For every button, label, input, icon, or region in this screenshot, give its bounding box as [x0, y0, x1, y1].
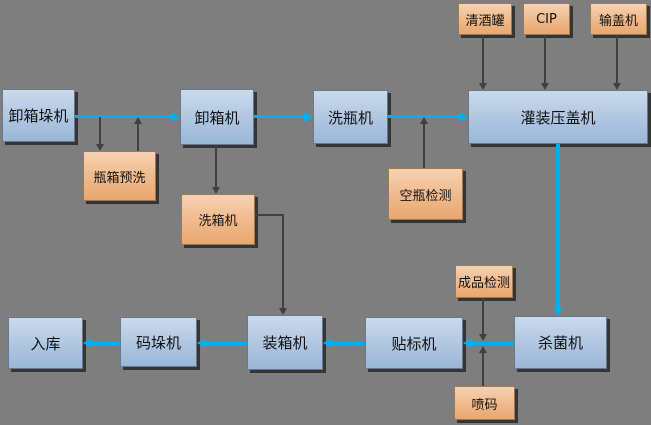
crate-prewash-label: 瓶箱预洗	[93, 170, 146, 186]
node-empty-bottle-inspection: 空瓶检测	[388, 168, 463, 220]
pasteurizer-label: 杀菌机	[537, 334, 583, 352]
node-inkjet-coder: 喷码	[454, 386, 515, 420]
decrater-label: 卸箱机	[194, 108, 240, 127]
node-crate-prewash: 瓶箱预洗	[83, 151, 156, 201]
node-labeler: 贴标机	[365, 317, 463, 369]
filler-capper-label: 灌装压盖机	[520, 108, 596, 127]
bright-beer-tank-label: 清酒罐	[465, 13, 505, 29]
connector-depalletizer-to-decrater-segment-0	[75, 115, 171, 118]
connector-line-to-crate-prewash-segment-0	[99, 117, 101, 144]
connector-labeler-to-case-packer-segment-0	[332, 342, 365, 345]
connector-crate-prewash-to-line-segment-0	[137, 124, 139, 151]
connector-cip-to-filler-segment-0	[544, 35, 546, 83]
crate-washer-label: 洗箱机	[198, 214, 238, 229]
node-bottle-washer: 洗瓶机	[313, 90, 388, 144]
connector-filler-to-pasteurizer-arrowhead-icon	[553, 307, 563, 316]
node-decrater: 卸箱机	[180, 89, 254, 145]
node-case-packer: 装箱机	[247, 315, 323, 370]
connector-decrater-to-bottle-washer-segment-0	[254, 115, 304, 118]
connector-cap-feeder-to-filler-arrowhead-icon	[613, 83, 621, 90]
connector-empty-bottle-inspection-to-line-segment-0	[423, 124, 425, 168]
node-crate-washer: 洗箱机	[181, 194, 255, 245]
palletizer-label: 码垛机	[135, 333, 181, 352]
connector-crate-washer-to-case-packer-arrowhead-icon	[279, 308, 287, 315]
labeler-label: 贴标机	[391, 334, 437, 353]
node-pasteurizer: 杀菌机	[514, 316, 607, 369]
case-packer-label: 装箱机	[262, 334, 308, 352]
connector-bottle-washer-to-filler-segment-0	[388, 115, 459, 118]
node-finished-product-inspection: 成品检测	[455, 265, 513, 298]
node-cap-feeder: 输盖机	[590, 3, 647, 35]
connector-cip-to-filler-arrowhead-icon	[541, 83, 549, 90]
depalletizer-label: 卸箱垛机	[8, 107, 69, 125]
connector-line-to-crate-prewash-arrowhead-icon	[96, 144, 104, 151]
connector-pasteurizer-to-labeler-segment-0	[472, 342, 514, 345]
connector-inkjet-coder-to-line-segment-0	[482, 353, 484, 386]
finished-product-inspection-label: 成品检测	[457, 276, 510, 291]
connector-crate-washer-to-case-packer-segment-1	[282, 214, 284, 308]
node-bright-beer-tank: 清酒罐	[458, 3, 512, 35]
connector-palletizer-to-warehouse-arrowhead-icon	[83, 338, 92, 348]
empty-bottle-inspection-label: 空瓶检测	[399, 188, 452, 204]
connector-crate-prewash-to-line-arrowhead-icon	[134, 117, 142, 124]
connector-decrater-to-crate-washer-arrowhead-icon	[212, 187, 220, 194]
connector-decrater-to-crate-washer-segment-0	[215, 145, 217, 187]
node-filler-capper: 灌装压盖机	[468, 90, 648, 144]
connector-bright-beer-tank-to-filler-segment-0	[482, 35, 484, 83]
node-warehouse: 入库	[8, 317, 83, 369]
connector-empty-bottle-inspection-to-line-arrowhead-icon	[420, 117, 428, 124]
inkjet-coder-label: 喷码	[471, 397, 498, 413]
node-palletizer: 码垛机	[120, 317, 197, 367]
node-depalletizer: 卸箱垛机	[2, 89, 75, 142]
connector-cap-feeder-to-filler-segment-0	[616, 35, 618, 83]
connector-case-packer-to-palletizer-segment-0	[206, 342, 247, 345]
connector-case-packer-to-palletizer-arrowhead-icon	[197, 338, 206, 348]
connector-decrater-to-bottle-washer-arrowhead-icon	[304, 112, 313, 122]
connector-palletizer-to-warehouse-segment-0	[92, 342, 120, 345]
connector-finished-inspection-to-line-arrowhead-icon	[479, 334, 487, 341]
connector-depalletizer-to-decrater-arrowhead-icon	[171, 112, 180, 122]
connector-finished-inspection-to-line-segment-0	[482, 298, 484, 334]
bottle-washer-label: 洗瓶机	[327, 108, 373, 127]
cap-feeder-label: 输盖机	[598, 13, 638, 29]
connector-bottle-washer-to-filler-arrowhead-icon	[459, 112, 468, 122]
warehouse-label: 入库	[30, 334, 61, 353]
connector-bright-beer-tank-to-filler-arrowhead-icon	[479, 83, 487, 90]
connector-labeler-to-case-packer-arrowhead-icon	[323, 338, 332, 348]
connector-filler-to-pasteurizer-segment-0	[556, 144, 560, 307]
connector-crate-washer-to-case-packer-segment-0	[255, 214, 284, 216]
connector-pasteurizer-to-labeler-arrowhead-icon	[463, 338, 472, 348]
node-cip: CIP	[523, 3, 570, 35]
connector-inkjet-coder-to-line-arrowhead-icon	[479, 346, 487, 353]
cip-label: CIP	[536, 11, 557, 27]
